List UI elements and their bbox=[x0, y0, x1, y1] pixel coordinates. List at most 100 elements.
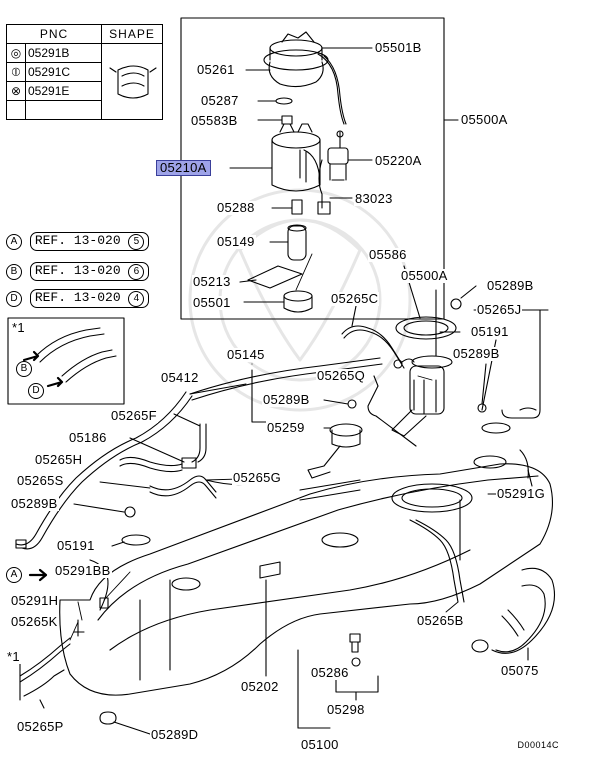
hose-05265F bbox=[191, 423, 201, 463]
part-label[interactable]: 05220A bbox=[374, 153, 423, 168]
leader-05145 bbox=[251, 369, 267, 423]
ref-row-b[interactable]: B REF. 13-020 6 bbox=[6, 262, 150, 281]
part-label[interactable]: 05291H bbox=[10, 593, 60, 608]
ref-num: 4 bbox=[128, 291, 145, 307]
part-label[interactable]: 05298 bbox=[326, 702, 366, 717]
bolt-05286 bbox=[349, 633, 361, 667]
harness-83023 bbox=[318, 159, 323, 209]
clamp-05191-b bbox=[121, 534, 151, 546]
part-label[interactable]: 05265F bbox=[110, 408, 158, 423]
legend-pnc: 05291C bbox=[25, 62, 102, 82]
part-label[interactable]: 05145 bbox=[226, 347, 266, 362]
hose-05265C bbox=[341, 325, 403, 365]
arrow-a-circle: A bbox=[6, 567, 22, 583]
header-shape: SHAPE bbox=[101, 24, 163, 44]
part-label[interactable]: 83023 bbox=[354, 191, 394, 206]
part-label[interactable]: 05075 bbox=[500, 663, 540, 678]
part-label[interactable]: 05286 bbox=[310, 665, 350, 680]
part-label[interactable]: 05265C bbox=[330, 291, 380, 306]
legend-symbol: ⦶ bbox=[6, 62, 26, 82]
ref-text: REF. 13-020 bbox=[34, 290, 121, 305]
hose-05265J bbox=[501, 309, 541, 419]
ref-row-a[interactable]: A REF. 13-020 5 bbox=[6, 232, 150, 251]
inset-frame bbox=[7, 317, 125, 405]
part-label[interactable]: 05191 bbox=[56, 538, 96, 553]
bolt-05289B-a bbox=[450, 298, 462, 310]
part-label[interactable]: 05191 bbox=[470, 324, 510, 339]
ref-letter: A bbox=[6, 234, 22, 250]
connector-left bbox=[15, 539, 27, 549]
pump-module-assembled bbox=[391, 355, 453, 437]
part-label[interactable]: 05265B bbox=[416, 613, 465, 628]
part-label[interactable]: 05213 bbox=[192, 274, 232, 289]
pump-flange bbox=[263, 31, 347, 125]
part-label[interactable]: 05289D bbox=[150, 727, 200, 742]
part-label[interactable]: 05287 bbox=[200, 93, 240, 108]
part-label[interactable]: 05583B bbox=[190, 113, 239, 128]
legend-pnc: 05291E bbox=[25, 81, 102, 101]
bolt-05289B-d bbox=[124, 506, 136, 518]
part-label[interactable]: 05265P bbox=[16, 719, 65, 734]
clip-05583B bbox=[281, 115, 293, 125]
part-label[interactable]: 05100 bbox=[300, 737, 340, 752]
inset-hoses bbox=[22, 327, 117, 388]
part-label[interactable]: 05265Q bbox=[316, 368, 367, 383]
part-label-highlighted[interactable]: 05210A bbox=[156, 160, 211, 176]
ref-link[interactable]: REF. 13-020 5 bbox=[29, 232, 150, 251]
watermark bbox=[188, 188, 412, 412]
part-label[interactable]: 05186 bbox=[68, 430, 108, 445]
ref-link[interactable]: REF. 13-020 6 bbox=[29, 262, 150, 281]
hose-05265Q bbox=[367, 385, 417, 447]
part-label[interactable]: 05261 bbox=[196, 62, 236, 77]
hose-05265P bbox=[23, 669, 65, 697]
part-label[interactable]: 05259 bbox=[266, 420, 306, 435]
part-label[interactable]: 05291G bbox=[496, 486, 547, 501]
pump-reservoir bbox=[271, 123, 321, 192]
inset-letter-d: D bbox=[28, 382, 44, 399]
part-label[interactable]: 05265S bbox=[16, 473, 65, 488]
part-label[interactable]: 05501B bbox=[374, 40, 423, 55]
part-label[interactable]: 05149 bbox=[216, 234, 256, 249]
part-label[interactable]: 05586 bbox=[368, 247, 408, 262]
part-label[interactable]: 05202 bbox=[240, 679, 280, 694]
inset-b-circle: B bbox=[16, 361, 32, 377]
clamp-05291G bbox=[519, 449, 529, 479]
arrow-A bbox=[28, 568, 48, 582]
fuel-sender-05259 bbox=[307, 399, 363, 479]
part-label[interactable]: 05500A bbox=[460, 112, 509, 127]
part-label[interactable]: 05265G bbox=[232, 470, 283, 485]
line-05412 bbox=[15, 391, 187, 546]
hose-05265S bbox=[149, 475, 217, 493]
part-label[interactable]: 05288 bbox=[216, 200, 256, 215]
legend-symbol: ◎ bbox=[6, 43, 26, 63]
oring-05287 bbox=[275, 97, 293, 105]
hose-05265K bbox=[19, 637, 71, 677]
part-label[interactable]: 05289B bbox=[262, 392, 311, 407]
part-label[interactable]: 05289B bbox=[10, 496, 59, 511]
part-label[interactable]: 05265H bbox=[34, 452, 84, 467]
ref-text: REF. 13-020 bbox=[34, 263, 121, 278]
hose-05265H bbox=[119, 456, 183, 467]
ref-letter: D bbox=[6, 291, 22, 307]
nut-05289D bbox=[99, 711, 117, 725]
part-label[interactable]: 05265J bbox=[476, 302, 523, 317]
part-label[interactable]: 05501 bbox=[192, 295, 232, 310]
part-label[interactable]: 05291BB bbox=[54, 563, 112, 578]
leader-05298 bbox=[335, 675, 379, 693]
part-label[interactable]: 05289B bbox=[486, 278, 535, 293]
part-label[interactable]: 05289B bbox=[452, 346, 501, 361]
ref-letter: B bbox=[6, 264, 22, 280]
ref-link[interactable]: REF. 13-020 4 bbox=[29, 289, 150, 308]
inset-note: *1 bbox=[11, 320, 26, 335]
diagram-code: D00014C bbox=[517, 740, 559, 750]
part-label[interactable]: 05500A bbox=[400, 268, 449, 283]
legend-empty bbox=[6, 100, 26, 120]
legend-symbol: ⊗ bbox=[6, 81, 26, 101]
seal-ring-05586 bbox=[395, 316, 457, 340]
part-label[interactable]: 05265K bbox=[10, 614, 59, 629]
holder-05501 bbox=[283, 290, 313, 313]
part-label[interactable]: 05412 bbox=[160, 370, 200, 385]
inset-ref-note: *1 bbox=[6, 649, 21, 664]
ref-row-d[interactable]: D REF. 13-020 4 bbox=[6, 289, 150, 308]
